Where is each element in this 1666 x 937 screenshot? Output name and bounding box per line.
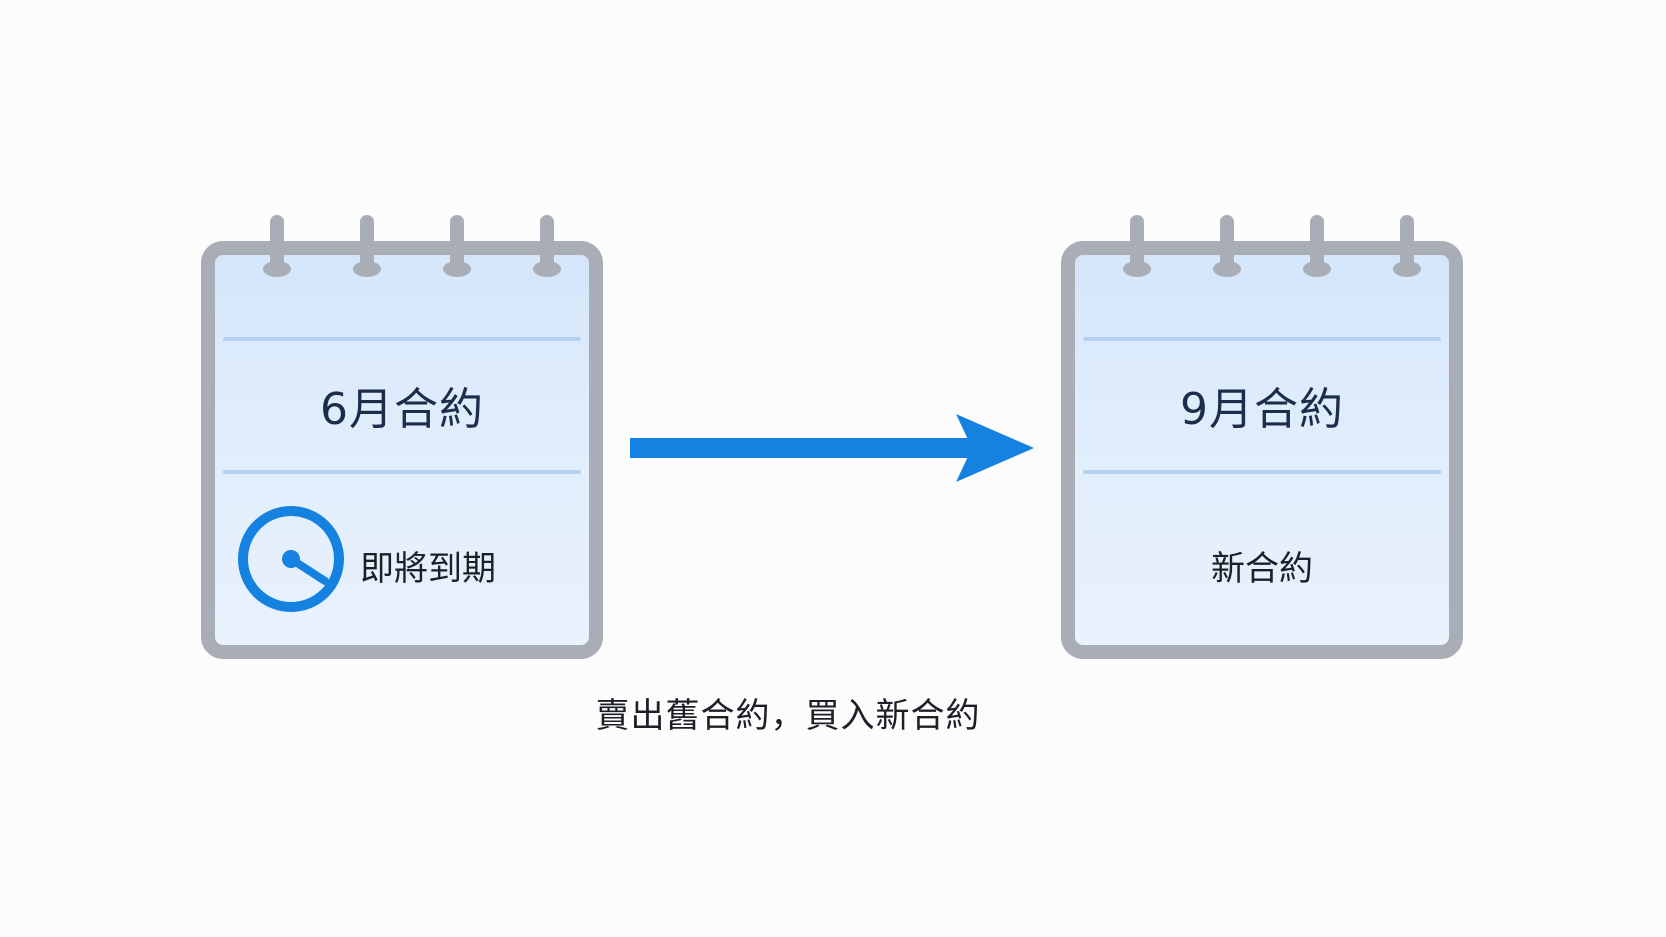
calendar-divider (1083, 470, 1441, 474)
calendar-ring (1303, 215, 1331, 277)
calendar-ring (1123, 215, 1151, 277)
calendar-divider (223, 470, 581, 474)
calendar-status-text: 即將到期 (360, 549, 496, 589)
clock-icon (238, 506, 344, 612)
calendar-divider (1083, 337, 1441, 341)
diagram-caption: 賣出舊合約，買入新合約 (0, 688, 1666, 737)
calendar-ring (263, 215, 291, 277)
calendar-june-contract: 6月合約 即將到期 (201, 215, 603, 659)
right-arrow-icon (630, 414, 1034, 482)
calendar-title: 6月合約 (320, 384, 484, 435)
calendar-title: 9月合約 (1180, 384, 1344, 435)
calendar-ring (443, 215, 471, 277)
calendar-september-contract: 9月合約 新合約 (1061, 215, 1463, 659)
calendar-status-text: 新合約 (1211, 549, 1313, 589)
calendar-divider (223, 337, 581, 341)
calendar-ring (533, 215, 561, 277)
calendar-ring (1213, 215, 1241, 277)
calendar-ring (1393, 215, 1421, 277)
calendar-ring (353, 215, 381, 277)
caption-text: 賣出舊合約，買入新合約 (595, 696, 981, 736)
